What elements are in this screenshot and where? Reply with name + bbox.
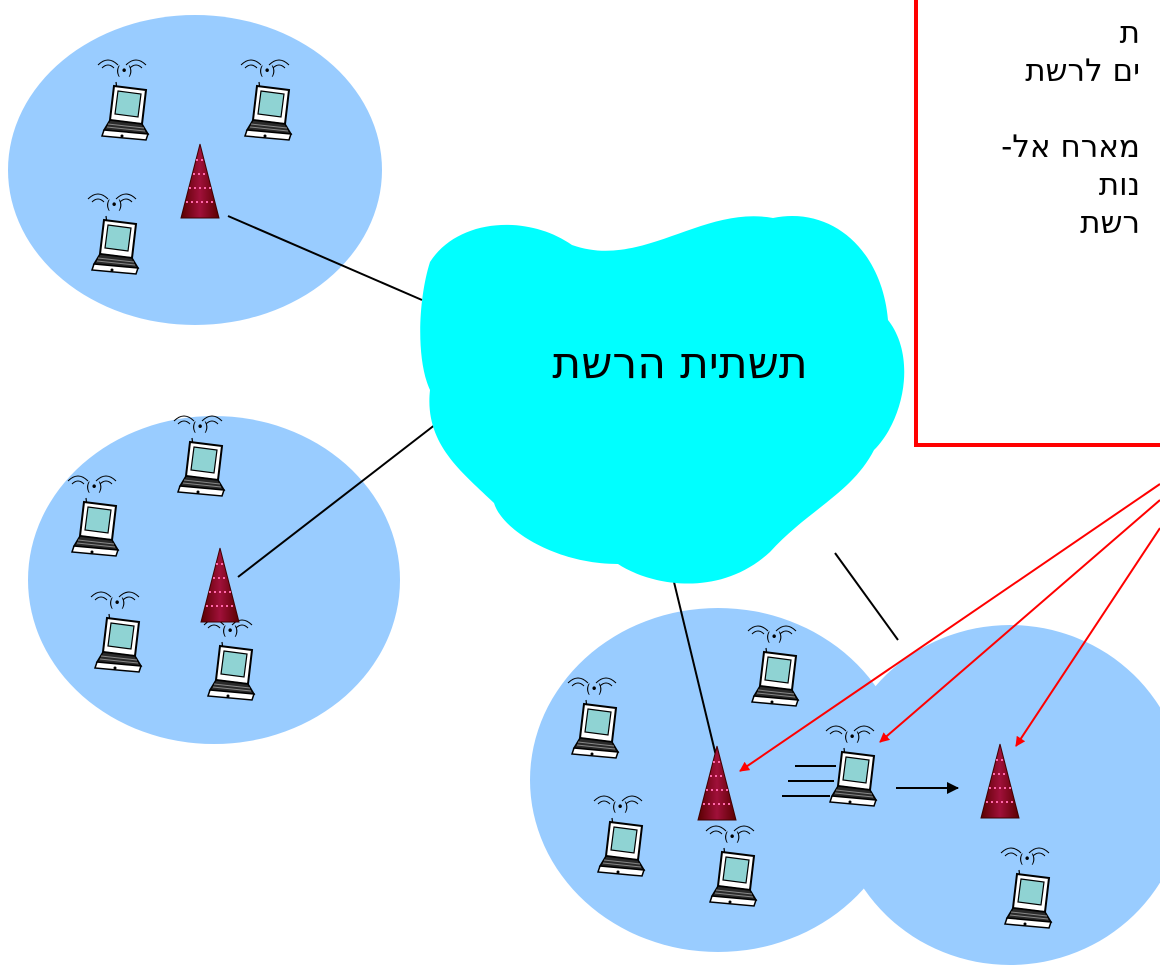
link-bottom-middle [673, 581, 718, 761]
pointer-to-base-station-left [739, 483, 1160, 772]
callout-box: ת ים לרשת מארח אל- נות רשת [914, 0, 1160, 447]
callout-line: נות [1098, 167, 1140, 203]
link-top-left [227, 215, 423, 301]
callout-line: ת [1119, 15, 1140, 51]
network-cloud [420, 216, 905, 584]
link-bottom-right [834, 552, 899, 641]
motion-lines-icon [782, 765, 836, 797]
pointer-to-base-station-right [1015, 527, 1160, 747]
callout-pointers [739, 483, 1160, 772]
callout-text: ת ים לרשת מארח אל- נות רשת [918, 14, 1140, 242]
callout-line: רשת [1080, 205, 1140, 241]
wired-links [227, 215, 899, 761]
callout-line [918, 90, 1140, 128]
link-middle-left [237, 423, 437, 578]
pointer-to-mobile-laptop [879, 499, 1160, 743]
callout-line: ים לרשת [1025, 53, 1140, 89]
callout-line: מארח אל- [1001, 129, 1140, 165]
